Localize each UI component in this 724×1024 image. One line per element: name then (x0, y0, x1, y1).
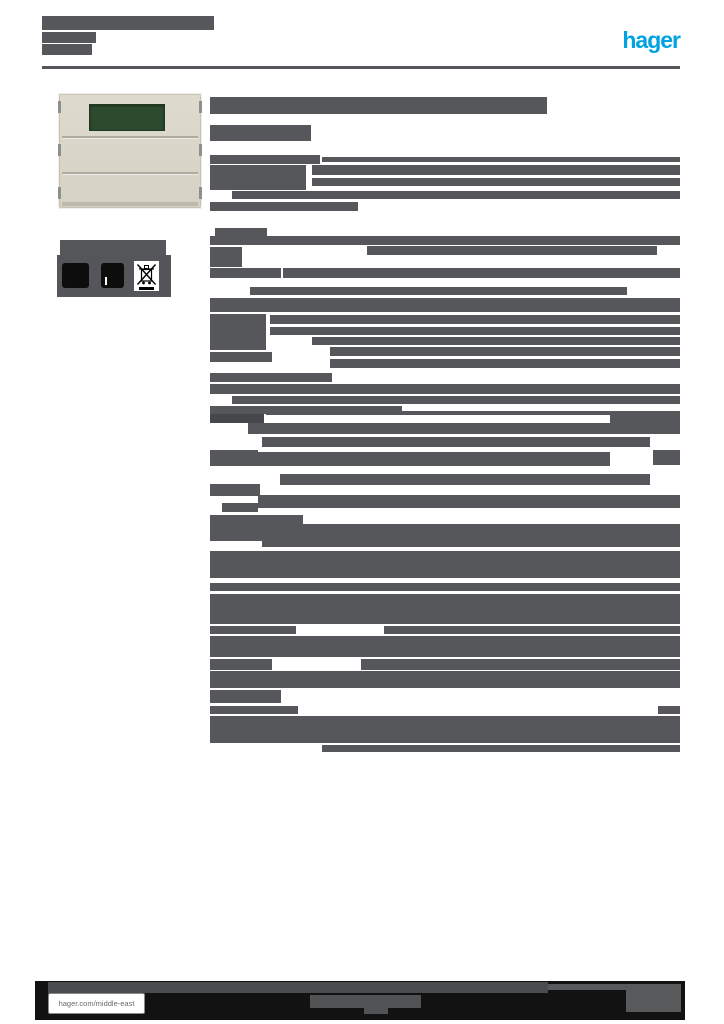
redacted-text-block (215, 228, 267, 236)
product-photo (58, 93, 202, 209)
weee-crossed-out-bin-icon (134, 261, 159, 291)
redacted-text-block (210, 165, 306, 190)
redacted-text-block (384, 626, 680, 634)
redacted-text-block (210, 414, 264, 423)
redacted-text-block (210, 314, 266, 350)
frame-tab (199, 187, 202, 199)
redacted-text-block (210, 125, 311, 141)
redacted-text-block (210, 236, 680, 245)
frame-tab (58, 101, 61, 113)
redacted-text-block (210, 97, 547, 114)
device-base-shadow (62, 202, 198, 206)
black-square-certification-icon (62, 263, 89, 288)
black-square-certification-icon (101, 263, 124, 288)
redacted-text-block (312, 337, 680, 345)
redacted-text-block (210, 706, 298, 714)
redacted-text-block (42, 16, 214, 30)
redacted-text-block (330, 347, 680, 356)
redacted-text-block (367, 246, 657, 255)
redacted-text-block (257, 452, 610, 466)
redacted-text-block (210, 352, 272, 362)
redacted-text-block (262, 437, 650, 447)
redacted-text-block (42, 44, 92, 55)
lcd-display (89, 104, 165, 131)
redacted-text-block (210, 384, 680, 394)
redacted-text-block (210, 247, 242, 267)
footer-redacted-block (626, 984, 681, 1012)
redacted-text-block (210, 716, 680, 743)
redacted-text-block (610, 415, 680, 434)
redacted-text-block (361, 659, 680, 670)
redacted-text-block (210, 594, 680, 624)
footer-redacted-text (310, 995, 421, 1008)
redacted-text-block (210, 406, 402, 414)
redacted-text-block (248, 423, 610, 434)
redacted-text-block (250, 287, 627, 295)
redacted-text-block (210, 202, 358, 211)
rocker-divider (62, 136, 198, 139)
redacted-text-block (258, 495, 680, 508)
redacted-text-block (210, 155, 320, 164)
redacted-text-block (222, 503, 258, 512)
footer-redacted-strip (48, 982, 548, 993)
redacted-text-block (330, 359, 680, 368)
certification-icons-row (57, 255, 171, 297)
redacted-text-block (210, 626, 296, 634)
redacted-text-block (42, 32, 96, 43)
redacted-text-block (280, 474, 650, 485)
redacted-text-block (658, 706, 680, 714)
header-divider (42, 66, 680, 69)
frame-tab (199, 101, 202, 113)
redacted-text-block (312, 165, 680, 175)
push-button-device-image (59, 94, 201, 208)
redacted-text-block (232, 191, 680, 199)
rocker-divider (62, 172, 198, 175)
redacted-text-block (210, 268, 281, 278)
redacted-text-block (653, 450, 680, 465)
redacted-text-block (232, 396, 680, 404)
redacted-text-block (210, 636, 680, 657)
redacted-text-block (210, 671, 680, 688)
frame-tab (58, 144, 61, 156)
frame-tab (58, 187, 61, 199)
hager-logo: hager (622, 27, 681, 53)
redacted-text-block (270, 315, 680, 324)
website-link[interactable]: hager.com/middle-east (48, 993, 145, 1014)
redacted-text-block (210, 659, 272, 670)
icon-detail (105, 277, 107, 285)
redacted-text-block (322, 745, 680, 752)
redacted-text-block (210, 583, 680, 591)
redacted-text-block (270, 327, 680, 335)
redacted-text-block (210, 373, 332, 382)
redacted-text-block (210, 298, 680, 312)
redacted-text-block (210, 690, 281, 703)
redacted-text-block (210, 450, 258, 466)
redacted-text-block (312, 178, 680, 186)
redacted-text-block (266, 411, 680, 415)
redacted-text-block (210, 484, 260, 496)
footer-redacted-text (364, 1008, 388, 1014)
redacted-text-block (322, 157, 680, 162)
footer-redacted-strip (548, 984, 626, 990)
redacted-text-block (60, 240, 166, 255)
frame-tab (199, 144, 202, 156)
redacted-text-block (283, 268, 680, 278)
redacted-text-block (210, 551, 680, 578)
redacted-text-block (262, 524, 680, 547)
